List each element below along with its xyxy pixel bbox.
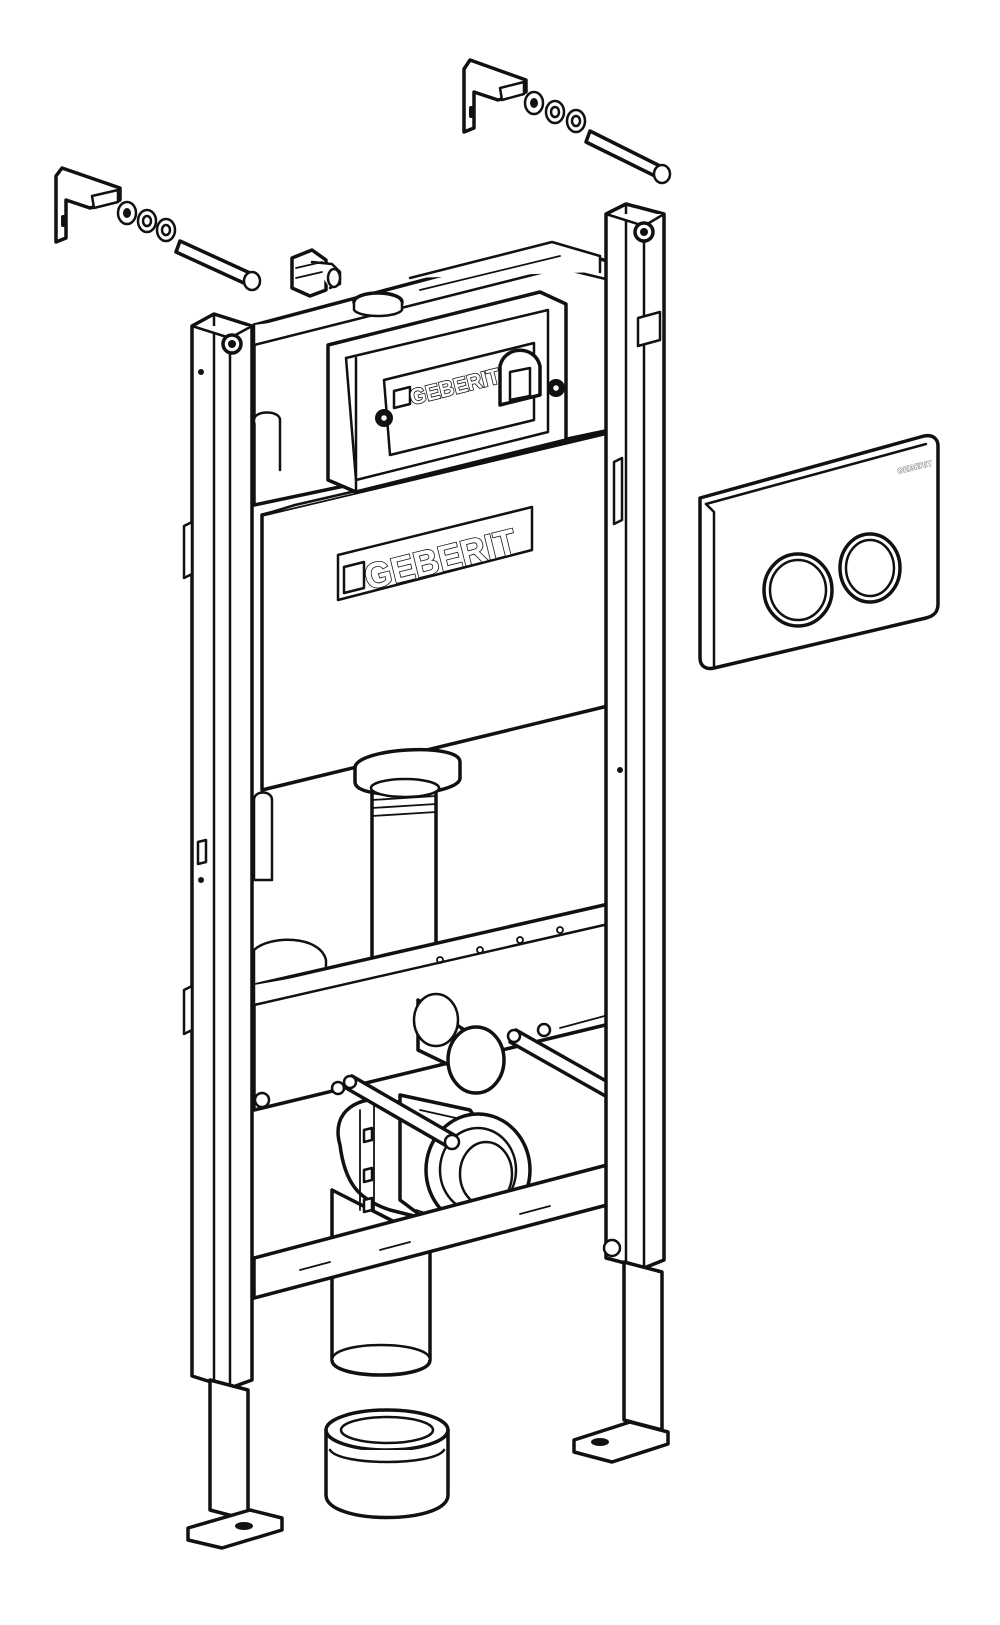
anchor-bolt-left (174, 239, 262, 292)
flush-actuator-plate: GEBERIT (698, 433, 940, 671)
support-rod-left (342, 1074, 461, 1151)
washers-left (116, 200, 177, 243)
inspection-opening-frame (326, 290, 568, 494)
water-inlet-fitting (290, 248, 342, 298)
flush-valve-connector (498, 348, 542, 407)
foot-right (572, 1260, 670, 1464)
washers-right (523, 90, 587, 134)
frame-upright-right (602, 202, 666, 1270)
cistern-inlet-cap (352, 291, 404, 318)
anchor-bolt-right (584, 129, 672, 185)
wall-bracket-right (462, 58, 528, 134)
wall-bracket-left (54, 166, 122, 244)
flush-pipe (353, 747, 462, 962)
frame-upright-left (182, 312, 254, 1390)
drain-sleeve (324, 1408, 450, 1520)
water-supply-stub (412, 992, 506, 1095)
flush-button-small (838, 532, 902, 604)
flush-button-large (762, 552, 834, 628)
foot-left (186, 1378, 284, 1550)
